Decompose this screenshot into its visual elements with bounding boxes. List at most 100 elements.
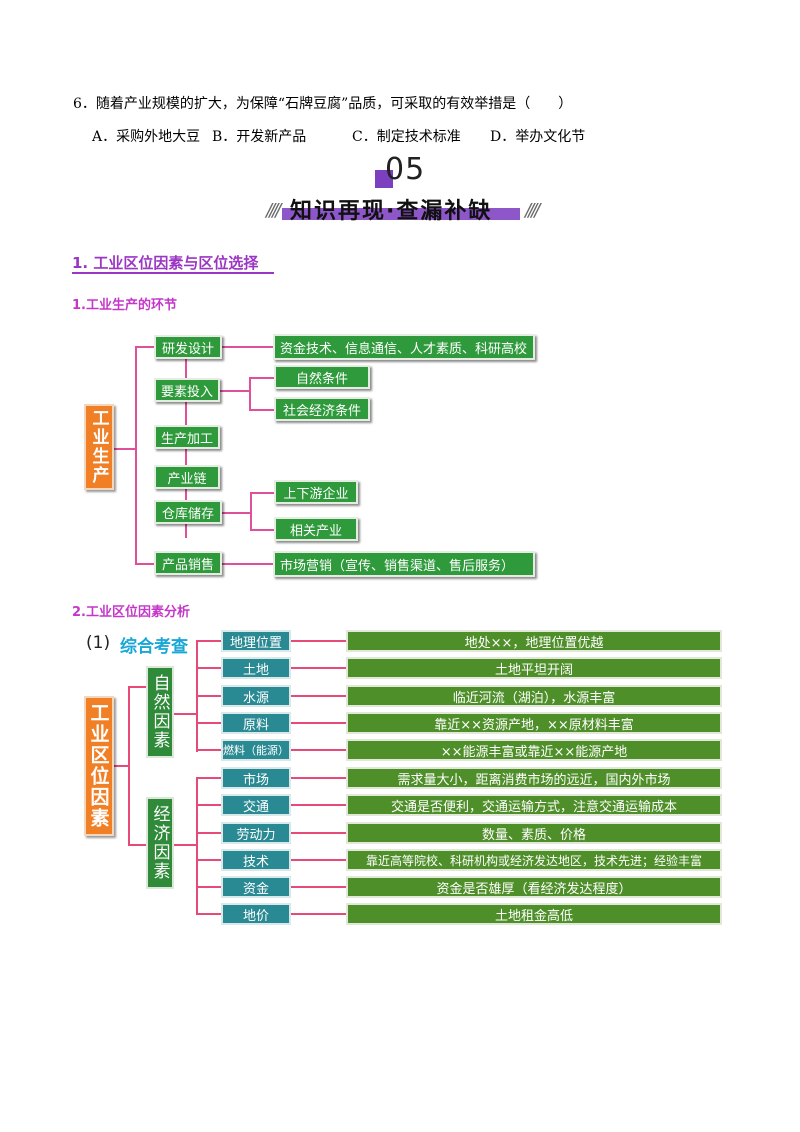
diagram-title: 综合考查	[120, 637, 188, 657]
desc-capital: 资金是否雄厚（看经济发达程度）	[346, 876, 722, 898]
desc-connector	[291, 640, 346, 642]
factor-capital: 资金	[221, 876, 291, 898]
detail-upstream: 上下游企业	[274, 480, 358, 504]
group-economic: 经济因素	[146, 797, 174, 889]
branch-line	[219, 390, 249, 392]
subheading-location: 2.工业区位因素分析	[72, 605, 190, 620]
topic-heading: 1. 工业区位因素与区位选择	[72, 254, 259, 272]
stage-rnd: 研发设计	[154, 335, 222, 359]
stage-storage: 仓库储存	[154, 500, 222, 524]
detail-research: 资金技术、信息通信、人才素质、科研高校	[273, 334, 535, 360]
desc-land-price: 土地租金高低	[346, 903, 722, 925]
factor-connector	[196, 886, 221, 888]
root-connector	[113, 448, 135, 450]
desc-connector	[291, 722, 346, 724]
branch-line	[222, 346, 274, 348]
desc-fuel: ××能源丰富或靠近××能源产地	[346, 739, 722, 761]
option-a[interactable]: A．采购外地大豆	[92, 129, 201, 145]
detail-related: 相关产业	[274, 517, 358, 541]
factor-connector	[196, 749, 221, 751]
factor-connector	[196, 804, 221, 806]
stage-inputs: 要素投入	[154, 378, 220, 402]
detail-socioeconomic: 社会经济条件	[274, 397, 370, 421]
branch-line	[222, 512, 250, 514]
factor-connector	[196, 859, 221, 861]
branch-line	[135, 346, 155, 348]
desc-connector	[291, 859, 346, 861]
factor-connector	[196, 640, 221, 642]
section-number-accent	[375, 170, 393, 188]
root-label: 工业区位因素	[87, 703, 110, 829]
factor-connector	[196, 913, 221, 915]
group-out-line	[174, 713, 196, 715]
banner-deco-right: ////	[525, 200, 540, 221]
desc-labor: 数量、素质、价格	[346, 822, 722, 844]
factor-land-price: 地价	[221, 903, 291, 925]
branch-line	[250, 492, 252, 530]
group-label: 自然因素	[149, 674, 170, 750]
branch-line	[135, 563, 155, 565]
factor-connector	[196, 667, 221, 669]
branch-line	[249, 409, 275, 411]
topic-heading-underline	[72, 272, 274, 274]
stage-sales: 产品销售	[154, 551, 222, 575]
desc-raw-material: 靠近××资源产地，××原材料丰富	[346, 712, 722, 734]
trunk-line	[128, 686, 130, 845]
factor-labor: 劳动力	[221, 822, 291, 844]
factor-connector	[196, 832, 221, 834]
desc-land: 土地平坦开阔	[346, 657, 722, 679]
branch-line	[250, 529, 274, 531]
factor-technology: 技术	[221, 849, 291, 871]
banner-highlight	[282, 208, 520, 220]
stage-processing: 生产加工	[154, 425, 220, 449]
branch-line	[222, 563, 274, 565]
factor-transport: 交通	[221, 794, 291, 816]
desc-connector	[291, 695, 346, 697]
desc-connector	[291, 832, 346, 834]
desc-technology: 靠近高等院校、科研机构或经济发达地区，技术先进；经验丰富	[346, 849, 722, 871]
banner-deco-left: ////	[266, 200, 281, 221]
section-banner-title: 知识再现·查漏补缺	[290, 199, 493, 224]
group-label: 经济因素	[149, 805, 170, 881]
group-natural: 自然因素	[146, 666, 174, 758]
desc-connector	[291, 667, 346, 669]
branch-line	[249, 377, 275, 379]
group-connector	[128, 844, 146, 846]
branch-line	[250, 492, 274, 494]
desc-connector	[291, 913, 346, 915]
factor-connector	[196, 722, 221, 724]
factor-location: 地理位置	[221, 630, 291, 652]
desc-water: 临近河流（湖泊），水源丰富	[346, 685, 722, 707]
factor-trunk-economic	[196, 777, 198, 914]
diagram-number: (1)	[86, 633, 111, 653]
desc-connector	[291, 777, 346, 779]
branch-line	[249, 377, 251, 410]
option-c[interactable]: C．制定技术标准	[352, 129, 461, 145]
desc-market: 需求量大小，距离消费市场的远近，国内外市场	[346, 767, 722, 789]
factor-market: 市场	[221, 767, 291, 789]
factor-land: 土地	[221, 657, 291, 679]
group-out-line	[174, 844, 196, 846]
root-industrial-production: 工业生产	[84, 404, 114, 490]
factor-water: 水源	[221, 685, 291, 707]
factor-raw-material: 原料	[221, 712, 291, 734]
subheading-production: 1.工业生产的环节	[72, 298, 177, 313]
desc-connector	[291, 804, 346, 806]
main-trunk-line	[135, 346, 137, 564]
detail-natural: 自然条件	[274, 365, 370, 389]
stage-industry-chain: 产业链	[154, 465, 220, 489]
desc-connector	[291, 749, 346, 751]
factor-connector	[196, 695, 221, 697]
factor-connector	[196, 777, 221, 779]
question-stem: 6．随着产业规模的扩大，为保障“石牌豆腐”品质，可采取的有效举措是（ ）	[73, 96, 573, 112]
factor-fuel: 燃料（能源）	[221, 739, 291, 761]
option-b[interactable]: B．开发新产品	[212, 129, 307, 145]
root-location-factors: 工业区位因素	[84, 696, 114, 836]
desc-location: 地处××，地理位置优越	[346, 630, 722, 652]
option-d[interactable]: D．举办文化节	[490, 129, 586, 145]
root-connector	[114, 765, 128, 767]
desc-transport: 交通是否便利，交通运输方式，注意交通运输成本	[346, 794, 722, 816]
section-number: 05	[385, 152, 426, 187]
root-label: 工业生产	[88, 409, 109, 485]
desc-connector	[291, 886, 346, 888]
